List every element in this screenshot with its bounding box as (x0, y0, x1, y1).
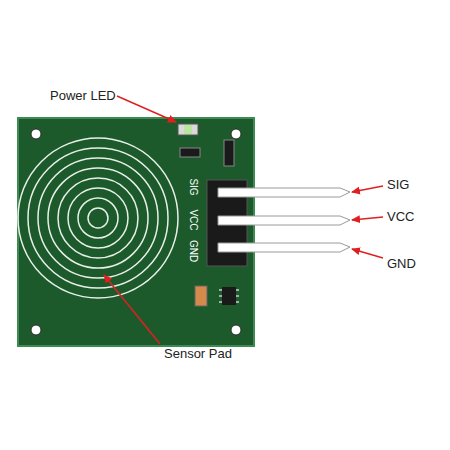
pin-label: SIG (387, 178, 409, 191)
pcb-board (18, 118, 254, 346)
leader-arrows (104, 96, 383, 344)
ic-chip (219, 287, 239, 305)
resistor (195, 286, 207, 306)
header-pins (218, 188, 350, 252)
pin-label: GND (387, 257, 416, 270)
component-label: Power LED (50, 89, 116, 102)
silkscreen-label: SIG (188, 178, 198, 195)
sensor-pad (18, 138, 178, 298)
smd-part (180, 148, 200, 157)
pin-label: VCC (387, 210, 414, 223)
component-label: Sensor Pad (164, 347, 232, 360)
smd-part (224, 140, 234, 166)
silkscreen-label: VCC (188, 209, 198, 230)
silkscreen-label: GND (188, 240, 198, 262)
power-led (178, 124, 198, 135)
